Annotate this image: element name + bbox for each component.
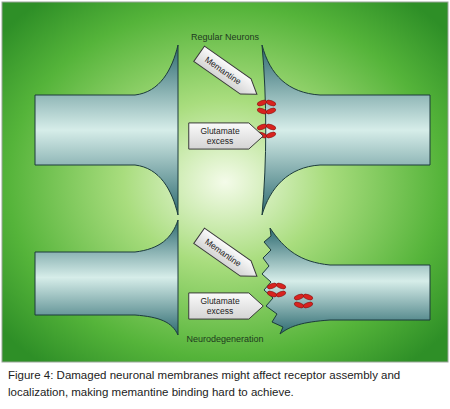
receptor-symbol	[302, 301, 313, 309]
arrow-outline	[189, 123, 263, 149]
receptor-symbol	[302, 293, 313, 301]
receptor-symbol	[265, 131, 276, 139]
receptor-symbol	[266, 290, 277, 298]
receptor-symbol	[256, 107, 267, 115]
arrow-label: Glutamate excess	[188, 292, 264, 320]
presynaptic-neuron	[35, 45, 178, 215]
panel-label: Regular Neurons	[125, 32, 325, 42]
arrow-outline	[194, 46, 263, 102]
receptor-symbol	[293, 293, 304, 301]
receptor-symbol	[275, 282, 286, 290]
receptor-symbol	[275, 290, 286, 298]
damaged-neuron	[262, 228, 430, 334]
arrow-label: Glutamate excess	[188, 122, 264, 150]
receptor-symbol	[265, 107, 276, 115]
receptor-symbol	[256, 123, 267, 131]
receptor-symbol	[256, 99, 267, 107]
panel-label: Neurodegeneration	[125, 334, 325, 344]
receptor-symbol	[293, 301, 304, 309]
arrow-outline	[189, 293, 263, 319]
arrow-box: Glutamate excess	[188, 292, 264, 320]
background-panel	[2, 2, 448, 362]
presynaptic-neuron	[35, 220, 178, 335]
receptor-symbol	[266, 282, 277, 290]
receptor-symbol	[265, 99, 276, 107]
receptor-symbol	[265, 123, 276, 131]
arrow-box: Glutamate excess	[188, 122, 264, 150]
figure-caption: Figure 4: Damaged neuronal membranes mig…	[8, 367, 444, 401]
arrow-outline	[194, 228, 263, 284]
postsynaptic-neuron	[262, 45, 430, 215]
